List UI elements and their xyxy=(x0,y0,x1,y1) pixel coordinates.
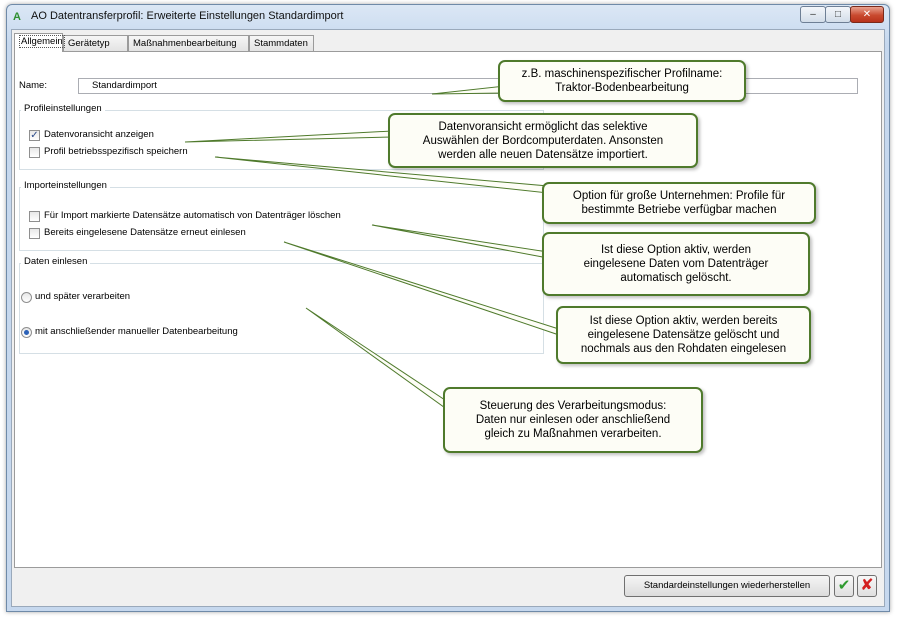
callout-text: Ist diese Option aktiv, werden eingelese… xyxy=(583,244,769,284)
callout-reimport: Ist diese Option aktiv, werden bereits e… xyxy=(556,306,811,364)
profile-settings-title: Profileinstellungen xyxy=(21,103,105,114)
manual-edit-radio-label: mit anschließender manueller Datenbearbe… xyxy=(35,326,238,337)
read-later-radio[interactable] xyxy=(21,292,32,303)
tab-label: Maßnahmenbearbeitung xyxy=(133,38,237,49)
callout-company-profiles: Option für große Unternehmen: Profile fü… xyxy=(542,182,816,224)
tab-label: Allgemein xyxy=(19,35,65,48)
callout-text: Steuerung des Verarbeitungsmodus: Daten … xyxy=(475,400,671,440)
auto-delete-checkbox-label: Für Import markierte Datensätze automati… xyxy=(44,210,341,221)
tab-stammdaten[interactable]: Stammdaten xyxy=(249,35,314,51)
maximize-button[interactable]: □ xyxy=(825,6,851,23)
restore-defaults-button[interactable]: Standardeinstellungen wiederherstellen xyxy=(624,575,830,597)
name-label: Name: xyxy=(19,80,47,91)
reimport-checkbox[interactable] xyxy=(29,228,40,239)
callout-auto-delete: Ist diese Option aktiv, werden eingelese… xyxy=(542,232,810,296)
cancel-button[interactable]: ✘ xyxy=(857,575,877,597)
preview-checkbox-label: Datenvoransicht anzeigen xyxy=(44,129,154,140)
radio-dot xyxy=(24,330,29,335)
callout-processing-mode: Steuerung des Verarbeitungsmodus: Daten … xyxy=(443,387,703,453)
reimport-checkbox-label: Bereits eingelesene Datensätze erneut ei… xyxy=(44,227,246,238)
read-data-title: Daten einlesen xyxy=(21,256,91,267)
window-title: AO Datentransferprofil: Erweiterte Einst… xyxy=(31,10,344,22)
callout-text: Ist diese Option aktiv, werden bereits e… xyxy=(580,315,787,355)
auto-delete-checkbox[interactable] xyxy=(29,211,40,222)
callout-text: z.B. maschinenspezifischer Profilname: T… xyxy=(521,68,723,94)
read-data-group xyxy=(19,263,544,354)
tab-label: Gerätetyp xyxy=(68,38,110,49)
title-bar[interactable]: A AO Datentransferprofil: Erweiterte Ein… xyxy=(7,5,889,29)
tab-geraetetyp[interactable]: Gerätetyp xyxy=(63,35,128,51)
tab-label: Stammdaten xyxy=(254,38,308,49)
callout-text: Datenvoransicht ermöglicht das selektive… xyxy=(422,120,664,161)
manual-edit-radio[interactable] xyxy=(21,327,32,338)
company-specific-checkbox-label: Profil betriebsspezifisch speichern xyxy=(44,146,188,157)
preview-checkbox[interactable]: ✓ xyxy=(29,130,40,141)
callout-profile-name: z.B. maschinenspezifischer Profilname: T… xyxy=(498,60,746,102)
app-icon: A xyxy=(13,11,21,23)
company-specific-checkbox[interactable] xyxy=(29,147,40,158)
read-later-radio-label: und später verarbeiten xyxy=(35,291,131,302)
tab-allgemein[interactable]: Allgemein xyxy=(14,33,65,52)
tab-massnahmenbearbeitung[interactable]: Maßnahmenbearbeitung xyxy=(128,35,249,51)
minimize-button[interactable]: – xyxy=(800,6,826,23)
import-settings-title: Importeinstellungen xyxy=(21,180,110,191)
callout-data-preview: Datenvoransicht ermöglicht das selektive… xyxy=(388,113,698,168)
ok-button[interactable]: ✔ xyxy=(834,575,854,597)
callout-text: Option für große Unternehmen: Profile fü… xyxy=(572,190,786,216)
close-button[interactable]: ✕ xyxy=(850,6,884,23)
